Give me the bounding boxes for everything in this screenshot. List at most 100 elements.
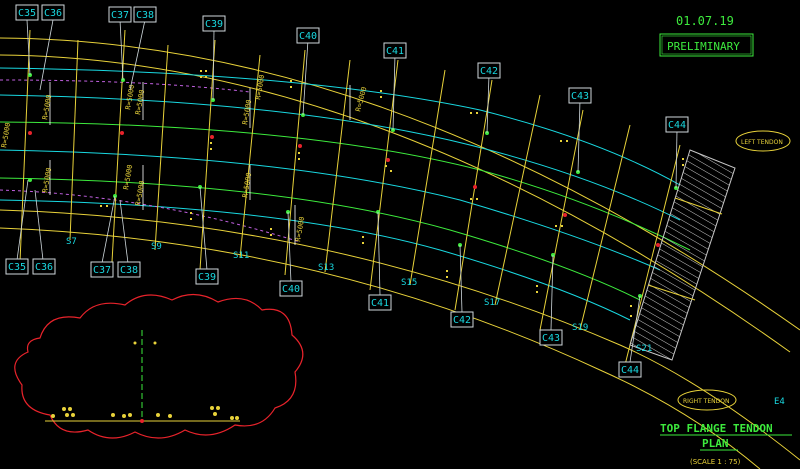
leader-c41-top (392, 54, 396, 131)
sketch-node (140, 419, 144, 423)
leader-c40-bottom (287, 211, 292, 283)
dot-cluster (470, 112, 472, 114)
label-c39-top-text: C39 (205, 19, 223, 30)
label-c38-top[interactable]: C38 (133, 6, 157, 23)
label-c41-bottom[interactable]: C41 (368, 294, 392, 311)
sketch-dot (62, 407, 66, 411)
bottom-section-labels: C35 C36 C37 C38 C39 C40 C41 C42 C43 C44 (5, 258, 642, 378)
tendon-green-1 (0, 121, 691, 251)
tendon-cyan-2 (0, 94, 681, 221)
tendon-cyan-4 (0, 199, 631, 321)
segment-label-s15: S15 (401, 278, 417, 288)
sketch-dot (216, 406, 220, 410)
label-c39-top[interactable]: C39 (202, 15, 226, 32)
sketch-dot (65, 413, 69, 417)
tendon-node-markers (28, 73, 678, 298)
dot-cluster (205, 76, 207, 78)
label-c42-bottom-text: C42 (453, 315, 471, 326)
sketch-dot (71, 413, 75, 417)
segment-labels: S7 S9 S11 S13 S15 S17 S19 S21 (66, 237, 652, 354)
dim-label: R=5000 (134, 180, 146, 206)
label-c42-top-text: C42 (480, 66, 498, 77)
cut-line-c40 (284, 49, 306, 276)
right-tendon-label: RIGHT TENDON (683, 398, 729, 405)
label-c44-top[interactable]: C44 (665, 116, 689, 133)
label-c43-bottom-text: C43 (542, 333, 560, 344)
node-red (28, 131, 32, 135)
anchor-block-divider-2 (647, 284, 696, 301)
label-c36-bottom[interactable]: C36 (32, 258, 56, 275)
sketch-dot (122, 414, 126, 418)
sketch-dot (235, 416, 239, 420)
dim-label: R=5000 (241, 172, 253, 198)
leader-c36-bottom (34, 189, 44, 261)
tendon-magenta-1 (0, 79, 251, 93)
dot-cluster (555, 225, 557, 227)
segment-label-s19: S19 (572, 323, 588, 333)
leader-c36-top (39, 19, 54, 91)
label-c35-bottom[interactable]: C35 (5, 258, 29, 275)
node-red (386, 158, 390, 162)
sketch-dot (213, 412, 217, 416)
label-c37-bottom[interactable]: C37 (90, 261, 114, 278)
label-c41-top-text: C41 (386, 46, 404, 57)
tendon-cyan-1 (0, 67, 681, 186)
tendon-lines (0, 67, 691, 321)
node-green (28, 178, 32, 182)
revision-cloud (14, 293, 304, 439)
dot-cluster (476, 112, 478, 114)
label-c41-top[interactable]: C41 (383, 42, 407, 59)
segment-label-s11: S11 (233, 251, 249, 261)
right-tendon-tag (677, 389, 737, 411)
sketch-dot (153, 341, 157, 345)
label-c39-bottom[interactable]: C39 (195, 268, 219, 285)
leader-c42-bottom (459, 244, 463, 313)
label-c37-top[interactable]: C37 (108, 6, 132, 23)
section-cut-lines (19, 29, 681, 366)
dot-cluster (470, 198, 472, 200)
drawing-scale: (SCALE 1 : 75) (690, 458, 741, 466)
top-section-labels: C35 C36 C37 C38 C39 C40 C41 C42 C43 C44 (15, 4, 689, 133)
label-c42-bottom[interactable]: C42 (450, 311, 474, 328)
label-c35-bottom-text: C35 (8, 262, 26, 273)
label-c36-top[interactable]: C36 (41, 4, 65, 21)
dot-cluster (362, 236, 364, 238)
label-c40-top[interactable]: C40 (296, 27, 320, 44)
dot-cluster (476, 198, 478, 200)
label-c41-bottom-text: C41 (371, 298, 389, 309)
leader-c35-top (26, 19, 31, 76)
dot-cluster (298, 158, 300, 160)
label-c44-top-text: C44 (668, 120, 686, 131)
label-c44-bottom[interactable]: C44 (618, 361, 642, 378)
label-c43-top[interactable]: C43 (568, 87, 592, 104)
sketch-dot (128, 413, 132, 417)
anchor-block-divider-1 (674, 197, 723, 215)
label-c35-top[interactable]: C35 (15, 4, 39, 21)
cut-line-s17 (494, 94, 541, 306)
leader-c44-top (675, 129, 678, 189)
dot-cluster (190, 218, 192, 220)
left-tendon-tag (735, 130, 791, 152)
leader-c44-bottom (629, 295, 641, 363)
label-c38-bottom[interactable]: C38 (117, 261, 141, 278)
cut-line-c41 (369, 59, 399, 291)
label-c38-top-text: C38 (136, 10, 154, 21)
label-c42-top[interactable]: C42 (477, 62, 501, 79)
label-c37-top-text: C37 (111, 10, 129, 21)
label-c40-bottom[interactable]: C40 (279, 280, 303, 297)
dot-cluster (446, 276, 448, 278)
label-c38-bottom-text: C38 (120, 265, 138, 276)
node-red (298, 144, 302, 148)
leader-c40-top (302, 39, 309, 116)
deck-edge-inner-bottom (0, 209, 800, 461)
label-c43-bottom[interactable]: C43 (539, 329, 563, 346)
dot-cluster (210, 148, 212, 150)
label-c40-top-text: C40 (299, 31, 317, 42)
sketch-dot (230, 416, 234, 420)
sketch-dot (68, 407, 72, 411)
dot-cluster (190, 212, 192, 214)
leader-c38-bottom (119, 199, 129, 264)
cut-line-s19 (579, 124, 631, 331)
